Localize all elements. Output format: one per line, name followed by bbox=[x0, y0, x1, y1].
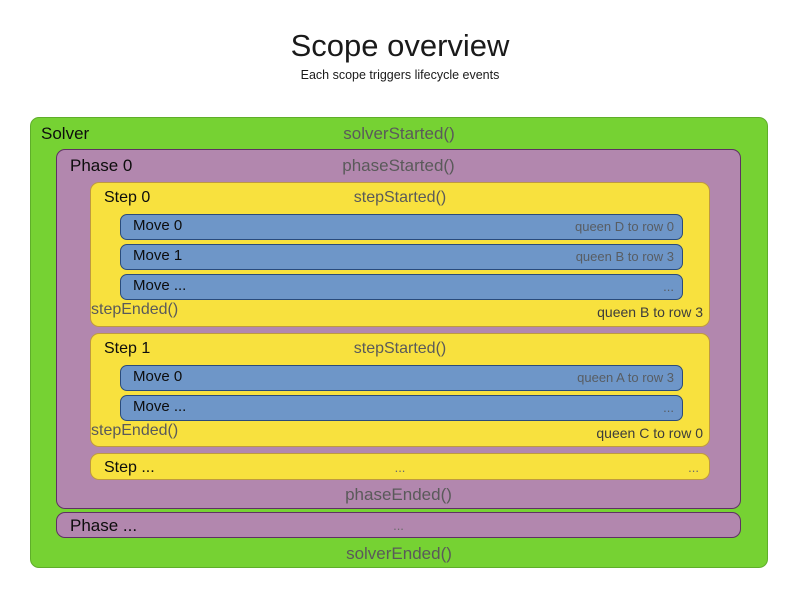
page-subtitle: Each scope triggers lifecycle events bbox=[300, 68, 500, 82]
step0-started-event: stepStarted() bbox=[353, 189, 447, 206]
step1-ended-note: queen C to row 0 bbox=[596, 425, 703, 441]
move-note: ... bbox=[663, 279, 674, 294]
phase-more-center-dots: ... bbox=[393, 518, 404, 533]
phase0-label: Phase 0 bbox=[70, 156, 133, 175]
solver-header: Solver solverStarted() bbox=[31, 118, 767, 149]
move-note: ... bbox=[663, 400, 674, 415]
step-more-header: Step ... ... ... bbox=[91, 454, 709, 481]
phase-more-header: Phase ... ... bbox=[57, 513, 740, 539]
step0-footer: stepEnded() queen B to row 3 bbox=[91, 301, 709, 328]
solver-started-event: solverStarted() bbox=[343, 123, 455, 143]
step1-label: Step 1 bbox=[104, 340, 151, 357]
step0-scope-box: Step 0 stepStarted() Move 0 queen D to r… bbox=[90, 182, 710, 327]
phase0-footer: phaseEnded() bbox=[57, 480, 740, 510]
step0-move-more-box: Move ... ... bbox=[120, 274, 683, 300]
step-more-center-dots: ... bbox=[394, 460, 406, 475]
phase-more-box: Phase ... ... bbox=[56, 512, 741, 538]
step1-move-more-box: Move ... ... bbox=[120, 395, 683, 421]
solver-scope-box: Solver solverStarted() Phase 0 phaseStar… bbox=[30, 117, 768, 568]
phase0-header: Phase 0 phaseStarted() bbox=[57, 150, 740, 182]
step0-move0-box: Move 0 queen D to row 0 bbox=[120, 214, 683, 240]
step0-ended-event: stepEnded() bbox=[91, 301, 179, 318]
solver-footer: solverEnded() bbox=[31, 538, 767, 569]
step1-started-event: stepStarted() bbox=[353, 340, 447, 357]
move-note: queen B to row 3 bbox=[575, 249, 674, 264]
step1-header: Step 1 stepStarted() bbox=[91, 334, 709, 364]
step-more-box: Step ... ... ... bbox=[90, 453, 710, 480]
phase0-started-event: phaseStarted() bbox=[342, 156, 455, 175]
move-note: queen A to row 3 bbox=[577, 370, 674, 385]
step1-ended-event: stepEnded() bbox=[91, 422, 179, 439]
step1-scope-box: Step 1 stepStarted() Move 0 queen A to r… bbox=[90, 333, 710, 447]
step0-move1-box: Move 1 queen B to row 3 bbox=[120, 244, 683, 270]
phase-more-label: Phase ... bbox=[70, 516, 138, 535]
step1-footer: stepEnded() queen C to row 0 bbox=[91, 422, 709, 448]
step0-header: Step 0 stepStarted() bbox=[91, 183, 709, 213]
move-label: Move 0 bbox=[133, 368, 183, 385]
move-note: queen D to row 0 bbox=[574, 219, 674, 234]
phase0-scope-box: Phase 0 phaseStarted() Step 0 stepStarte… bbox=[56, 149, 741, 509]
move-label: Move ... bbox=[133, 277, 187, 294]
step0-label: Step 0 bbox=[104, 189, 151, 206]
step-more-label: Step ... bbox=[104, 458, 155, 476]
move-label: Move 0 bbox=[133, 217, 183, 234]
step1-move0-box: Move 0 queen A to row 3 bbox=[120, 365, 683, 391]
step0-ended-note: queen B to row 3 bbox=[597, 304, 703, 320]
phase0-ended-event: phaseEnded() bbox=[345, 485, 452, 504]
move-label: Move ... bbox=[133, 398, 187, 415]
solver-ended-event: solverEnded() bbox=[346, 543, 452, 563]
move-label: Move 1 bbox=[133, 247, 183, 264]
solver-label: Solver bbox=[41, 123, 90, 143]
page-title: Scope overview bbox=[290, 28, 510, 63]
step-more-right-dots: ... bbox=[688, 460, 699, 475]
